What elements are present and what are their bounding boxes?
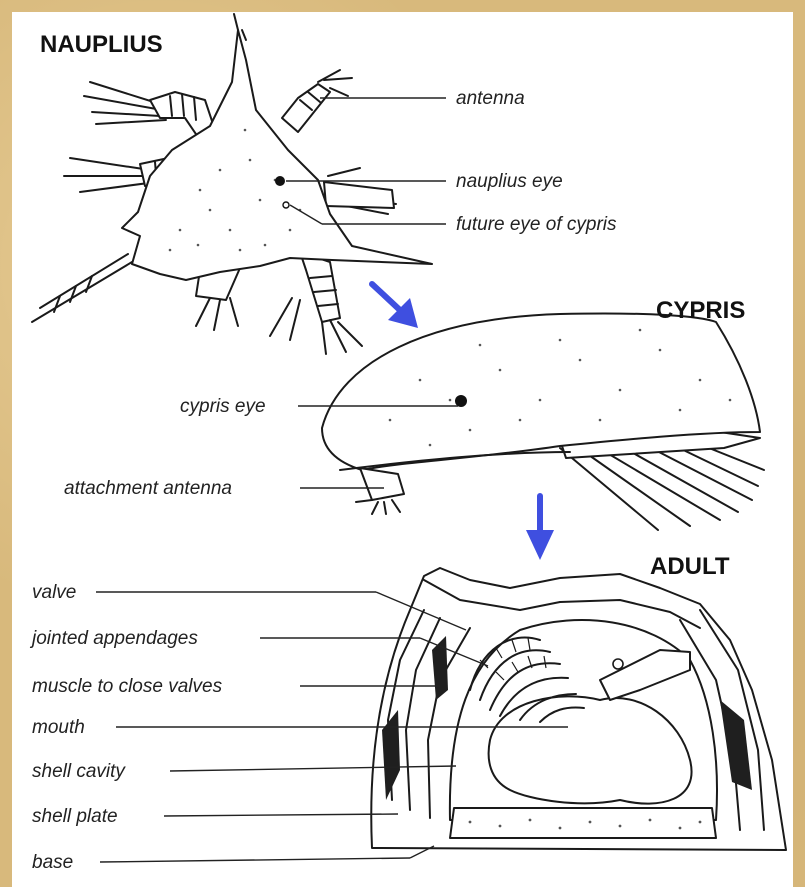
label-jointed-appendages: jointed appendages	[29, 628, 198, 649]
nauplius-illustration	[32, 14, 432, 354]
arrow-cypris-to-adult	[526, 496, 554, 560]
nauplius-title: NAUPLIUS	[40, 31, 163, 58]
label-shell-plate: shell plate	[32, 806, 118, 827]
label-nauplius-eye: nauplius eye	[456, 171, 563, 192]
label-muscle-to-close-valves: muscle to close valves	[32, 676, 223, 697]
adult-title: ADULT	[650, 553, 730, 580]
label-valve: valve	[32, 582, 76, 603]
cypris-eye-dot	[455, 395, 467, 407]
cypris-title: CYPRIS	[656, 297, 745, 324]
arrow-nauplius-to-cypris	[372, 284, 418, 328]
adult-illustration	[371, 568, 786, 850]
label-antenna: antenna	[456, 88, 525, 109]
label-attachment-antenna: attachment antenna	[64, 478, 232, 499]
label-mouth: mouth	[32, 717, 85, 738]
label-shell-cavity: shell cavity	[32, 761, 126, 782]
label-base: base	[32, 852, 73, 873]
label-cypris-eye: cypris eye	[180, 396, 266, 417]
nauplius-eye-dot	[275, 176, 285, 186]
label-future-eye-of-cypris: future eye of cypris	[456, 214, 617, 235]
